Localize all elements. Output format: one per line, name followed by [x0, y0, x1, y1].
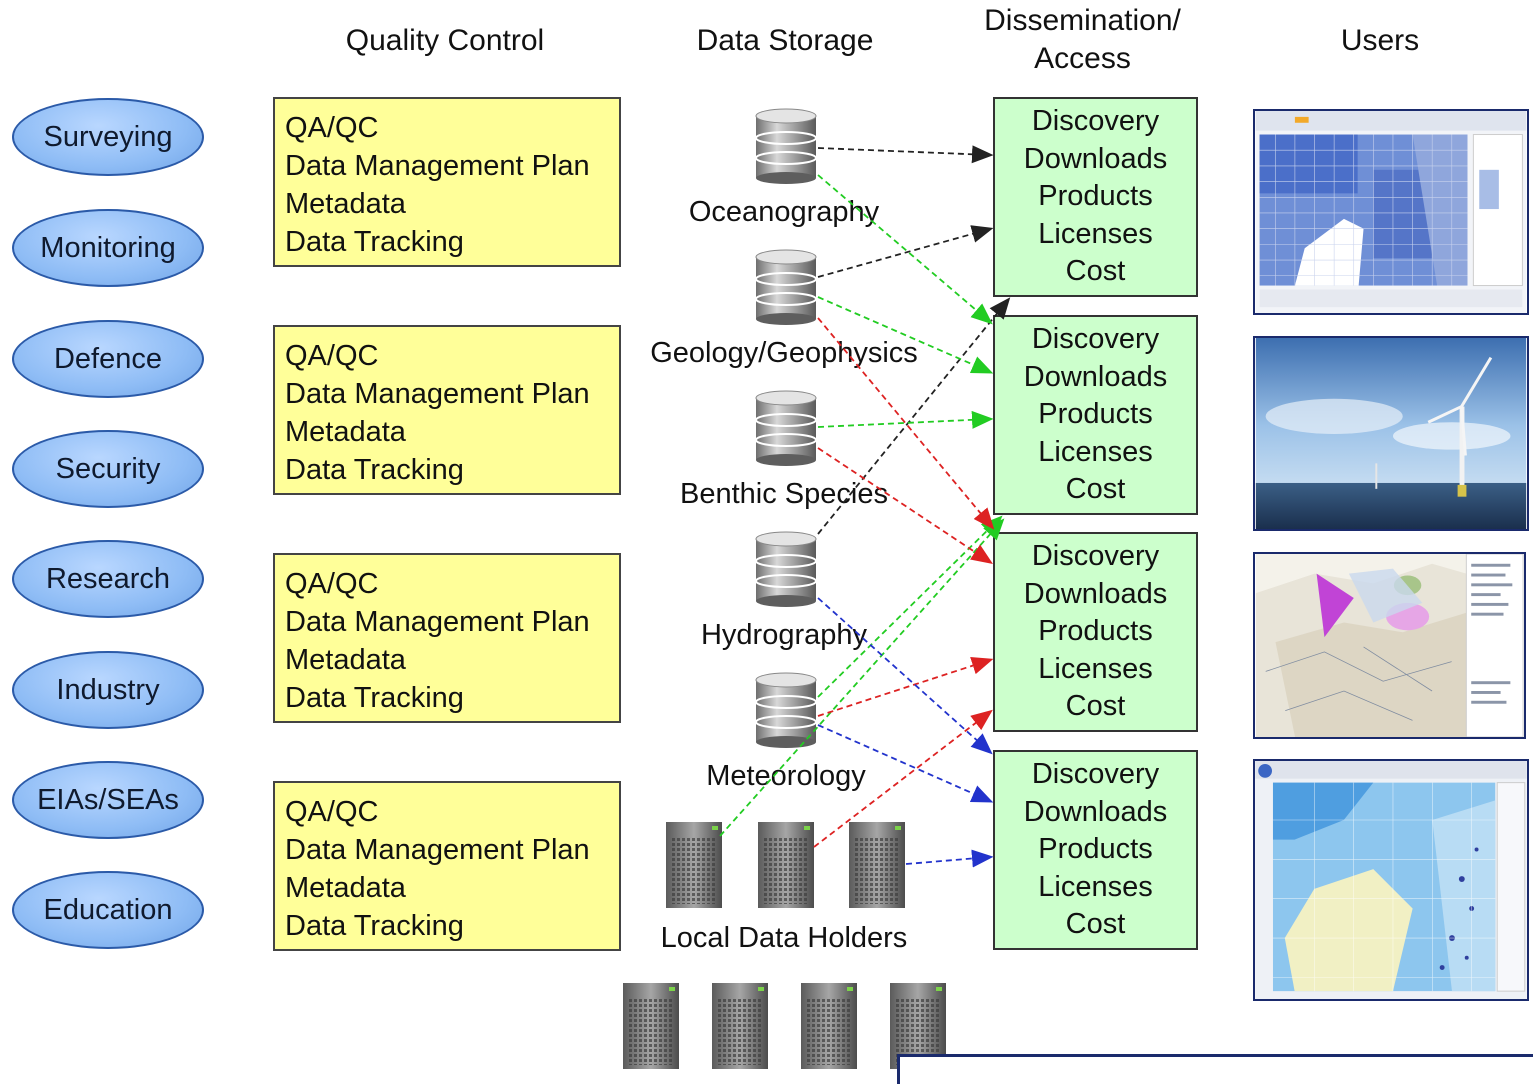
- header-data-storage: Data Storage: [696, 24, 874, 57]
- source-surveying: Surveying: [12, 98, 204, 176]
- source-monitoring: Monitoring: [12, 209, 204, 287]
- arrow-meteo-to-box2: [817, 515, 1003, 698]
- qc-line-dmp: Data Management Plan: [285, 378, 590, 410]
- qc-line-qaqc: QA/QC: [285, 568, 379, 600]
- storage-label-local-holders: Local Data Holders: [660, 922, 908, 954]
- qc-line-dmp: Data Management Plan: [285, 150, 590, 182]
- diss-line-discovery: Discovery: [1031, 758, 1160, 790]
- user-image-web-map: [1253, 109, 1529, 315]
- source-industry: Industry: [12, 651, 204, 729]
- storage-label-benthic: Benthic Species: [680, 478, 888, 510]
- qc-box-1: QA/QC Data Management Plan Metadata Data…: [273, 97, 621, 267]
- diss-line-products: Products: [1038, 180, 1153, 213]
- qc-line-dmp: Data Management Plan: [285, 606, 590, 638]
- qc-line-metadata: Metadata: [285, 188, 406, 220]
- qc-line-tracking: Data Tracking: [285, 910, 464, 942]
- source-eias-seas: EIAs/SEAs: [12, 761, 204, 839]
- diss-line-products: Products: [1038, 833, 1153, 866]
- source-defence: Defence: [12, 320, 204, 398]
- storage-label-meteorology: Meteorology: [706, 760, 866, 792]
- dissemination-box-2: Discovery Downloads Products Licenses Co…: [993, 315, 1198, 515]
- diss-line-downloads: Downloads: [1023, 142, 1168, 175]
- qc-line-qaqc: QA/QC: [285, 112, 379, 144]
- server-icon-3: [849, 822, 905, 908]
- server-icon-6: [801, 983, 857, 1069]
- user-image-wind-turbine: [1253, 336, 1529, 531]
- header-dissemination: Dissemination/ Access: [984, 4, 1181, 75]
- diss-line-downloads: Downloads: [1023, 795, 1168, 828]
- database-icon-hydrography: [755, 531, 817, 607]
- dissemination-box-4: Discovery Downloads Products Licenses Co…: [993, 750, 1198, 950]
- arrow-ocean-to-box1: [817, 145, 994, 164]
- diss-line-licenses: Licenses: [1038, 652, 1153, 685]
- arrow-local-to-box4: [905, 849, 994, 868]
- diss-line-licenses: Licenses: [1038, 870, 1153, 903]
- arrow-geology-to-box1: [817, 225, 994, 278]
- diss-line-downloads: Downloads: [1023, 577, 1168, 610]
- user-image-bathymetry-map: [1253, 759, 1529, 1001]
- qc-box-4: QA/QC Data Management Plan Metadata Data…: [273, 781, 621, 951]
- diss-line-products: Products: [1038, 615, 1153, 648]
- qc-line-metadata: Metadata: [285, 872, 406, 904]
- header-users: Users: [1340, 24, 1420, 57]
- diss-line-cost: Cost: [1065, 690, 1126, 723]
- qc-line-metadata: Metadata: [285, 644, 406, 676]
- qc-box-2: QA/QC Data Management Plan Metadata Data…: [273, 325, 621, 495]
- diss-line-discovery: Discovery: [1031, 323, 1160, 355]
- storage-label-oceanography: Oceanography: [688, 196, 880, 228]
- diss-line-discovery: Discovery: [1031, 105, 1160, 137]
- storage-label-hydrography: Hydrography: [700, 619, 868, 651]
- diss-line-cost: Cost: [1065, 473, 1126, 506]
- qc-box-3: QA/QC Data Management Plan Metadata Data…: [273, 553, 621, 723]
- database-icon-oceanography: [755, 108, 817, 184]
- database-icon-meteorology: [755, 672, 817, 748]
- qc-line-tracking: Data Tracking: [285, 454, 464, 486]
- storage-label-geology: Geology/Geophysics: [650, 337, 918, 369]
- server-icon-2: [758, 822, 814, 908]
- diss-line-licenses: Licenses: [1038, 435, 1153, 468]
- qc-line-tracking: Data Tracking: [285, 682, 464, 714]
- user-image-zoning-map: [1253, 552, 1526, 739]
- database-icon-geology: [755, 249, 817, 325]
- qc-line-tracking: Data Tracking: [285, 226, 464, 258]
- diss-line-licenses: Licenses: [1038, 217, 1153, 250]
- qc-line-metadata: Metadata: [285, 416, 406, 448]
- source-education: Education: [12, 871, 204, 949]
- diss-line-products: Products: [1038, 398, 1153, 431]
- diss-line-discovery: Discovery: [1031, 540, 1160, 572]
- database-icon-benthic: [755, 390, 817, 466]
- header-quality-control: Quality Control: [345, 24, 545, 57]
- qc-line-qaqc: QA/QC: [285, 340, 379, 372]
- server-icon-1: [666, 822, 722, 908]
- overlay-panel-edge: [897, 1054, 1533, 1084]
- source-research: Research: [12, 540, 204, 618]
- dissemination-box-3: Discovery Downloads Products Licenses Co…: [993, 532, 1198, 732]
- arrow-meteo-to-box3: [817, 657, 994, 717]
- diss-line-cost: Cost: [1065, 908, 1126, 941]
- server-icon-4: [623, 983, 679, 1069]
- source-security: Security: [12, 430, 204, 508]
- diss-line-downloads: Downloads: [1023, 360, 1168, 393]
- qc-line-dmp: Data Management Plan: [285, 834, 590, 866]
- qc-line-qaqc: QA/QC: [285, 796, 379, 828]
- diss-line-cost: Cost: [1065, 255, 1126, 288]
- arrow-benthic-to-box2: [817, 410, 994, 429]
- server-icon-5: [712, 983, 768, 1069]
- dissemination-box-1: Discovery Downloads Products Licenses Co…: [993, 97, 1198, 297]
